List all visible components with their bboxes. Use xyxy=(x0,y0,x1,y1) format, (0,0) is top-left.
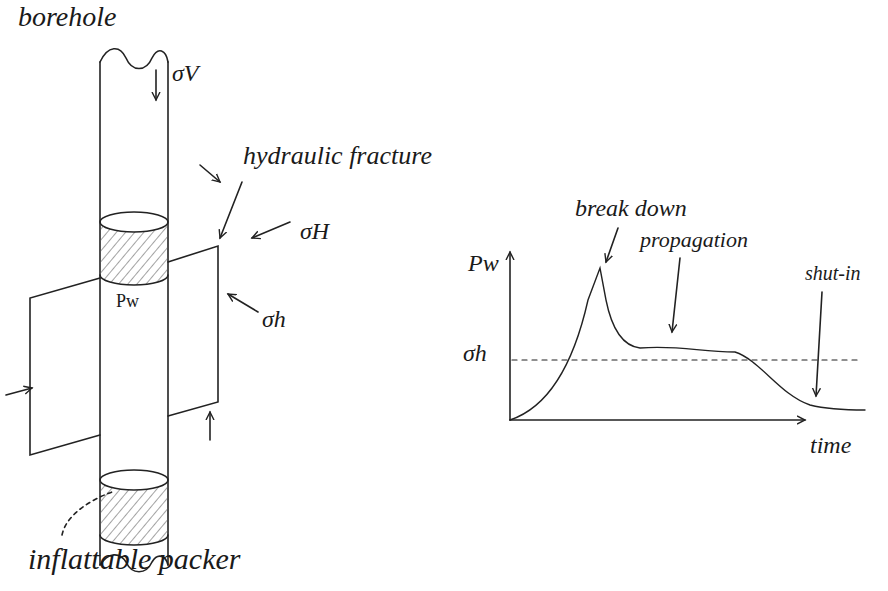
phase-label: break down xyxy=(575,195,687,221)
stress-label: σV xyxy=(172,60,199,86)
axis-label: Pw xyxy=(468,250,499,276)
part-name: hydraulic fracture xyxy=(243,142,432,171)
phase-label: propagation xyxy=(640,228,748,252)
stress-label: σH xyxy=(300,218,329,244)
pressure-label: Pw xyxy=(116,292,139,312)
part-name: inflattable packer xyxy=(28,542,240,575)
part-name: borehole xyxy=(18,2,117,33)
stress-label: σh xyxy=(262,306,286,332)
axis-label: σh xyxy=(463,340,487,366)
phase-label: shut-in xyxy=(805,262,861,284)
axis-label: time xyxy=(810,432,851,458)
